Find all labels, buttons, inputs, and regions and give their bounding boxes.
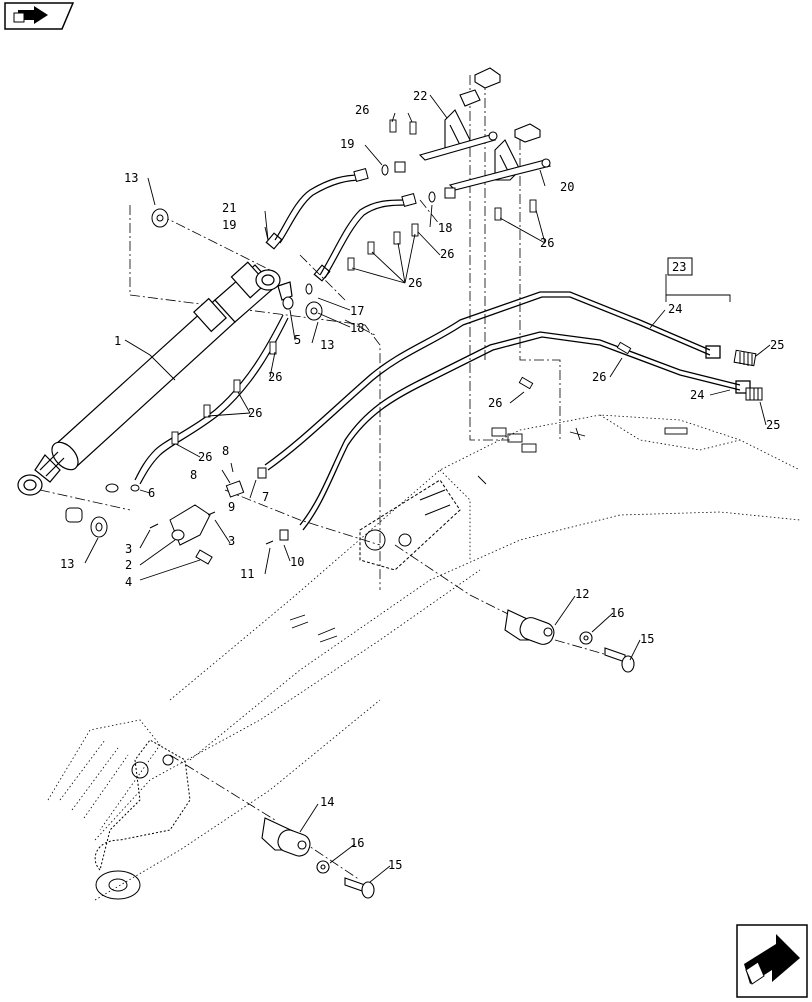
callout-3: 3 — [125, 542, 132, 556]
callout-12: 12 — [575, 587, 589, 601]
callout-25: 25 — [766, 418, 780, 432]
steel-tubes — [264, 291, 751, 531]
callout-3: 3 — [228, 534, 235, 548]
next-page-button[interactable] — [736, 924, 808, 998]
callout-1: 1 — [114, 334, 121, 348]
boom-foot — [94, 739, 191, 900]
callout-26: 26 — [268, 370, 282, 384]
callout-18: 18 — [438, 221, 452, 235]
callout-6: 6 — [148, 486, 155, 500]
callout-10: 10 — [290, 555, 304, 569]
callout-23-box — [667, 257, 693, 276]
callout-26: 26 — [540, 236, 554, 250]
callout-15: 15 — [388, 858, 402, 872]
callout-13: 13 — [124, 171, 138, 185]
callout-26: 26 — [440, 247, 454, 261]
callout-2: 2 — [125, 558, 132, 572]
callout-7: 7 — [262, 490, 269, 504]
callout-18: 18 — [350, 321, 364, 335]
previous-page-button[interactable] — [4, 2, 75, 30]
hoses — [134, 174, 409, 485]
callout-19: 19 — [340, 137, 354, 151]
callout-5: 5 — [294, 333, 301, 347]
callout-20: 20 — [560, 180, 574, 194]
callout-8: 8 — [222, 444, 229, 458]
callout-26: 26 — [592, 370, 606, 384]
boom-outline — [47, 414, 801, 901]
callout-22: 22 — [413, 89, 427, 103]
callout-15: 15 — [640, 632, 654, 646]
fittings-25 — [733, 349, 763, 401]
top-brackets — [418, 67, 551, 191]
callout-17: 17 — [350, 304, 364, 318]
boom-nose-bracket — [359, 479, 461, 571]
callout-26: 26 — [248, 406, 262, 420]
callout-26: 26 — [355, 103, 369, 117]
callout-23: 23 — [672, 260, 686, 274]
page-forward-arrow-icon — [736, 924, 808, 998]
callout-11: 11 — [240, 567, 254, 581]
top-fittings — [353, 161, 456, 207]
pivot-pins — [261, 609, 635, 899]
callout-13: 13 — [320, 338, 334, 352]
callout-24: 24 — [668, 302, 682, 316]
callout-16: 16 — [610, 606, 624, 620]
callout-19: 19 — [222, 218, 236, 232]
callout-8: 8 — [190, 468, 197, 482]
callout-14: 14 — [320, 795, 334, 809]
leader-lines — [84, 94, 771, 883]
callout-16: 16 — [350, 836, 364, 850]
hydraulic-cylinder — [17, 261, 293, 496]
boom-clamps — [289, 427, 688, 643]
callout-24: 24 — [690, 388, 704, 402]
callout-4: 4 — [125, 575, 132, 589]
small-parts — [65, 208, 323, 565]
centerlines — [39, 75, 626, 881]
callout-26: 26 — [488, 396, 502, 410]
page-back-arrow-icon — [4, 2, 75, 30]
callout-13: 13 — [60, 557, 74, 571]
callout-21: 21 — [222, 201, 236, 215]
callout-26: 26 — [408, 276, 422, 290]
callout-labels: 1 13 21 19 19 26 22 20 18 26 26 26 17 18… — [60, 89, 784, 872]
callout-9: 9 — [228, 500, 235, 514]
callout-25: 25 — [770, 338, 784, 352]
callout-26: 26 — [198, 450, 212, 464]
clips-26 — [171, 119, 632, 445]
